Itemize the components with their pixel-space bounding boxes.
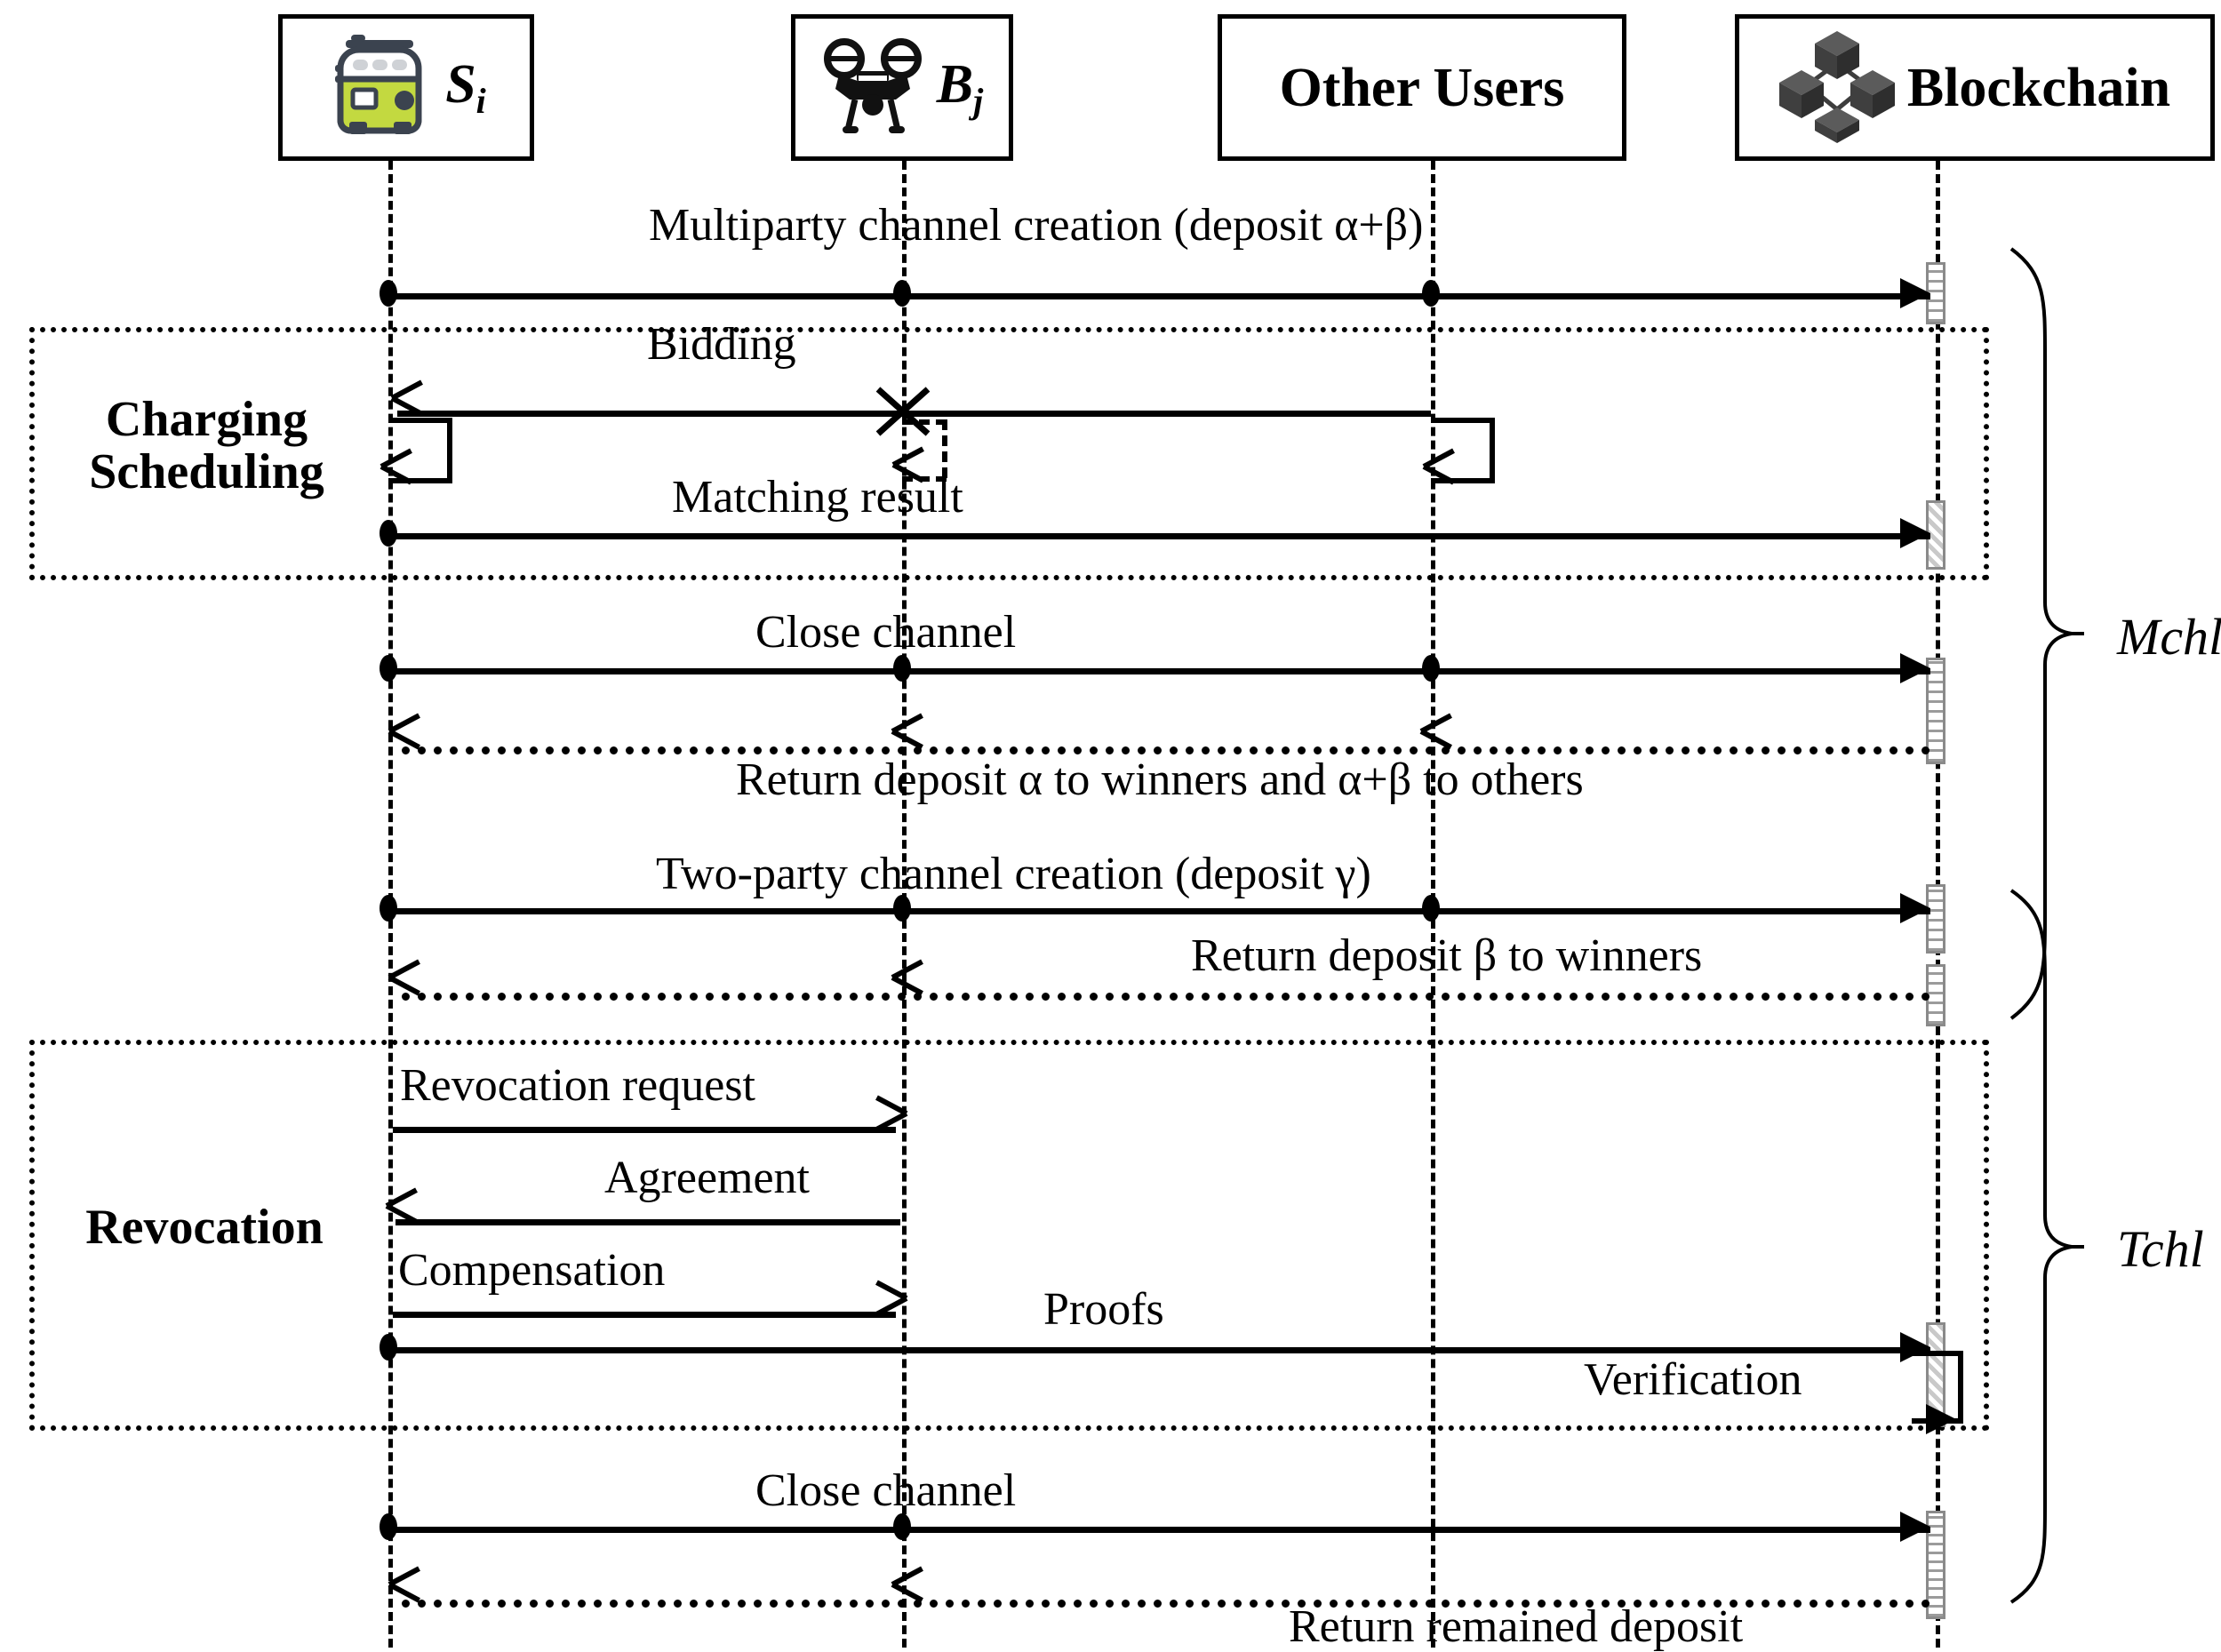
self-message-bj-bidding — [902, 419, 947, 482]
arrowhead-left-open-bj — [892, 1580, 923, 1612]
message-label-two-party-channel-creation: Two-party channel creation (deposit γ) — [656, 849, 1371, 899]
message-label-close-channel-1: Close channel — [755, 607, 1017, 658]
drone-icon — [821, 34, 924, 141]
participant-label-blockchain: Blockchain — [1906, 57, 2171, 118]
participant-box-bj[interactable]: Bj — [791, 14, 1013, 161]
arrowhead-left-open — [389, 727, 419, 759]
message-anchor-others — [1422, 655, 1440, 682]
self-message-si-bidding — [388, 418, 452, 483]
bracket-mchl — [2004, 247, 2084, 1020]
arrowhead-right — [1900, 1512, 1930, 1542]
message-anchor-others — [1422, 280, 1440, 307]
participant-box-blockchain[interactable]: Blockchain — [1735, 14, 2215, 161]
message-label-bidding: Bidding — [647, 319, 796, 370]
self-message-others-bidding — [1431, 418, 1495, 483]
message-label-close-channel-2: Close channel — [755, 1465, 1017, 1516]
message-anchor-bj — [893, 280, 911, 307]
message-anchor-others — [1422, 895, 1440, 922]
message-label-multiparty-channel-creation: Multiparty channel creation (deposit α+β… — [649, 200, 1424, 251]
arrowhead-left-open — [1424, 462, 1454, 494]
message-anchor-si — [379, 655, 397, 682]
arrowhead-left-open-bj — [892, 973, 923, 1005]
fragment-revocation — [29, 1040, 1989, 1431]
participant-label-si: Si — [445, 53, 486, 121]
message-anchor-si — [379, 1334, 397, 1361]
blockchain-cubes-icon — [1778, 28, 1895, 148]
arrowhead-right — [1900, 1332, 1930, 1362]
fragment-title-charging-scheduling: Charging Scheduling — [89, 392, 324, 499]
arrowhead-left-open — [389, 1580, 419, 1612]
message-crossing-marker-bj — [875, 387, 931, 436]
arrowhead-right — [1926, 1404, 1956, 1434]
participant-label-bj: Bj — [936, 53, 984, 121]
message-label-proofs: Proofs — [1043, 1284, 1164, 1335]
message-anchor-si — [379, 520, 397, 547]
message-label-return-deposit-beta: Return deposit β to winners — [1191, 930, 1703, 981]
message-anchor-si — [379, 1513, 397, 1540]
message-anchor-si — [379, 280, 397, 307]
activation-bar-close-1 — [1926, 658, 1945, 764]
message-label-return-deposit-alpha-beta: Return deposit α to winners and α+β to o… — [736, 754, 1584, 805]
activation-bar-return-beta — [1926, 964, 1945, 1026]
participant-box-si[interactable]: Si — [278, 14, 534, 161]
activation-bar-close-2 — [1926, 1511, 1945, 1619]
message-anchor-bj — [893, 895, 911, 922]
bracket-label-tchl: Tchl — [2117, 1220, 2204, 1278]
arrowhead-right — [1900, 653, 1930, 683]
electric-bus-icon — [326, 33, 433, 142]
message-label-agreement: Agreement — [604, 1153, 811, 1203]
self-message-blockchain-verification — [1912, 1351, 1963, 1434]
participant-box-other-users[interactable]: Other Users — [1218, 14, 1626, 161]
arrowhead-left-open — [389, 973, 419, 1005]
fragment-title-revocation: Revocation — [85, 1200, 324, 1255]
message-anchor-bj — [893, 1513, 911, 1540]
message-label-verification: Verification — [1584, 1354, 1802, 1405]
arrowhead-right-open — [873, 1294, 903, 1326]
message-label-matching-result: Matching result — [672, 472, 963, 523]
arrowhead-left-open — [387, 1201, 417, 1233]
message-anchor-bj — [893, 655, 911, 682]
arrowhead-right — [1900, 518, 1930, 548]
message-label-revocation-request: Revocation request — [400, 1060, 755, 1111]
bracket-label-mchl: Mchl — [2117, 608, 2221, 666]
arrowhead-right-open — [873, 1109, 903, 1141]
bracket-tchl — [2004, 889, 2084, 1604]
arrowhead-right — [1900, 893, 1930, 923]
message-label-compensation: Compensation — [398, 1245, 666, 1296]
fragment-charging-scheduling — [29, 327, 1989, 580]
participant-label-other-users: Other Users — [1279, 57, 1565, 118]
arrowhead-left-open — [381, 462, 411, 494]
message-anchor-si — [379, 895, 397, 922]
message-label-return-remained-deposit: Return remained deposit — [1289, 1601, 1744, 1652]
arrowhead-right — [1900, 278, 1930, 308]
